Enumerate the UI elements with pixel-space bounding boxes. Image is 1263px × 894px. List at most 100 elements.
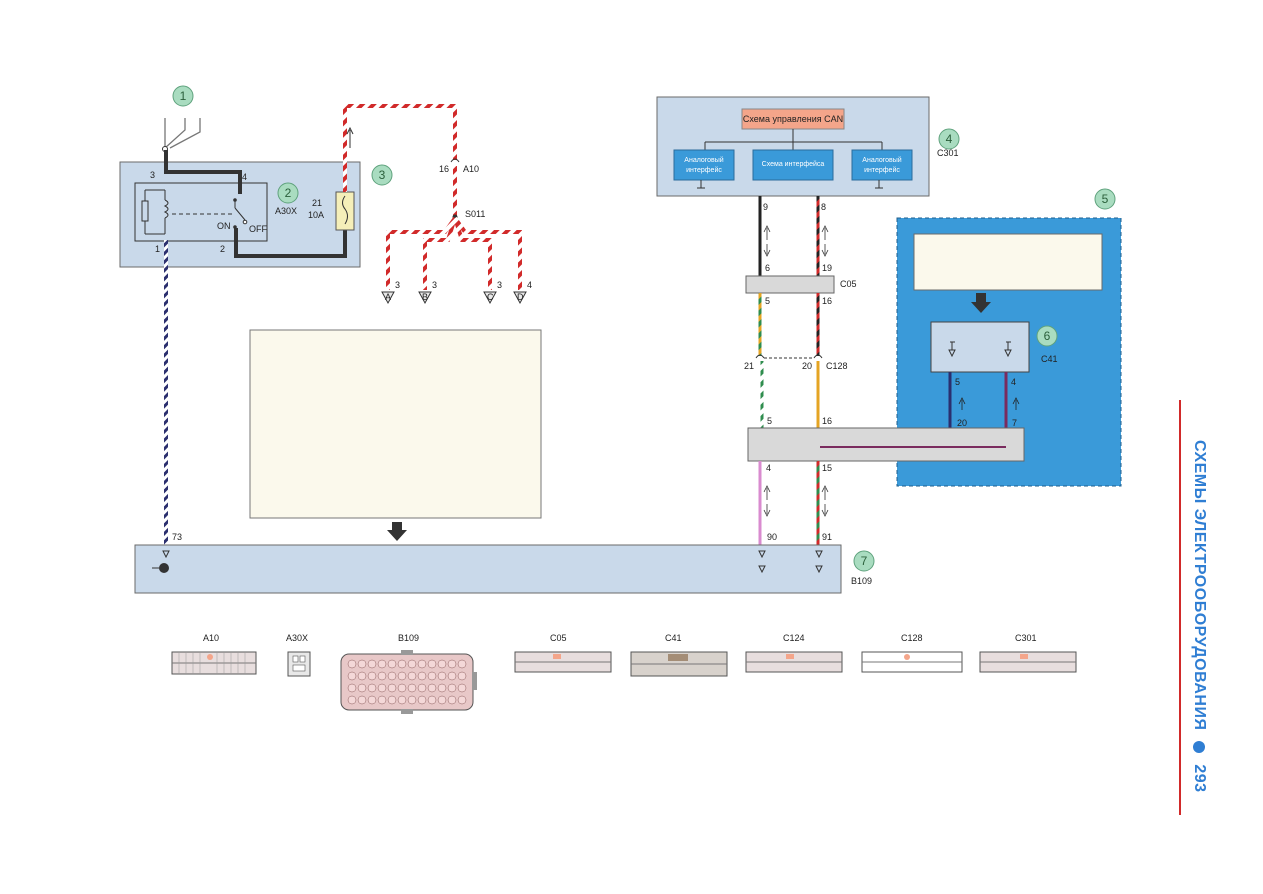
jb-pin-top-left: 5 xyxy=(767,416,772,426)
branch-terminal-b: B 3 xyxy=(418,280,437,305)
fuse-rating: 10A xyxy=(308,210,324,220)
connector-c05: C05 xyxy=(514,633,612,673)
analog-right-line-1: Аналоговый xyxy=(862,156,902,164)
c05-label: C05 xyxy=(840,279,857,289)
callout-1: 1 xyxy=(172,85,194,107)
module-c301: Схема управления CAN Аналоговый интерфей… xyxy=(656,96,930,197)
callout-5: 5 xyxy=(1094,188,1116,210)
module-c41 xyxy=(930,321,1030,373)
b109-label: B109 xyxy=(851,576,872,586)
fuse xyxy=(335,191,355,231)
c301-label: C301 xyxy=(937,148,959,158)
b109-pin-90: 90 xyxy=(767,532,777,542)
connector-c41: C41 xyxy=(630,633,728,677)
jb-pin-top-right: 16 xyxy=(822,416,832,426)
svg-text:2: 2 xyxy=(285,186,292,200)
svg-text:A: A xyxy=(385,292,391,302)
svg-text:1: 1 xyxy=(180,89,187,103)
connector-b109: B109 xyxy=(340,633,477,714)
c05-pin-top-left: 6 xyxy=(765,263,770,273)
c301-pin-8: 8 xyxy=(821,202,826,212)
arrow-up xyxy=(346,126,354,148)
section-title: СХЕМЫ ЭЛЕКТРООБОРУДОВАНИЯ 293 xyxy=(1190,440,1208,793)
splice-branch-d xyxy=(453,216,522,290)
connector-a10: A10 xyxy=(171,633,257,675)
c41-label: C41 xyxy=(1041,354,1058,364)
svg-text:C124: C124 xyxy=(783,633,805,643)
relay-pin-3: 3 xyxy=(150,170,155,180)
section-title-text: СХЕМЫ ЭЛЕКТРООБОРУДОВАНИЯ xyxy=(1191,440,1208,731)
section-divider xyxy=(1179,400,1181,815)
callout-4: 4 xyxy=(938,128,960,150)
connector-a30x: A30X xyxy=(286,633,311,677)
splice-pin: 16 xyxy=(439,164,449,174)
connector-c124: C124 xyxy=(745,633,843,673)
callout-2: 2 xyxy=(277,182,299,204)
b109-pin-91: 91 xyxy=(822,532,832,542)
svg-text:A10: A10 xyxy=(203,633,219,643)
relay-pin-2: 2 xyxy=(220,244,225,254)
c128-pin-left: 21 xyxy=(744,361,754,371)
branch-terminal-c: C 3 xyxy=(483,280,502,305)
svg-text:C: C xyxy=(487,292,494,302)
svg-text:5: 5 xyxy=(1102,192,1109,206)
splice-label: S011 xyxy=(465,209,485,219)
analog-left-line-1: Аналоговый xyxy=(684,156,724,164)
relay-label: A30X xyxy=(275,206,297,216)
svg-text:3: 3 xyxy=(395,280,400,290)
svg-text:4: 4 xyxy=(527,280,532,290)
relay-pin-1: 1 xyxy=(155,244,160,254)
c05-pin-top-right: 19 xyxy=(822,263,832,273)
callout-6: 6 xyxy=(1036,325,1058,347)
callout-7: 7 xyxy=(853,550,875,572)
svg-text:D: D xyxy=(517,292,524,302)
relay-on-label: ON xyxy=(217,221,231,231)
relay-pin-4: 4 xyxy=(242,172,247,182)
relay-power-wire xyxy=(164,150,347,258)
svg-text:3: 3 xyxy=(432,280,437,290)
analog-right-line-2: интерфейс xyxy=(864,166,900,174)
connector-c05 xyxy=(745,275,835,294)
svg-text:B109: B109 xyxy=(398,633,419,643)
splice-branch-c xyxy=(453,217,492,290)
svg-text:3: 3 xyxy=(379,168,386,182)
can-control-label: Схема управления CAN xyxy=(743,114,843,124)
svg-text:6: 6 xyxy=(1044,329,1051,343)
svg-text:C128: C128 xyxy=(901,633,923,643)
fuse-number: 21 xyxy=(312,198,322,208)
interface-label: Схема интерфейса xyxy=(762,160,825,168)
jb-pin-bottom-left: 4 xyxy=(766,463,771,473)
relay-a30x: ON OFF xyxy=(134,182,268,242)
callout-3: 3 xyxy=(371,164,393,186)
c05-pin-bottom-right: 16 xyxy=(822,296,832,306)
c128-pin-right: 20 xyxy=(802,361,812,371)
supply-lead xyxy=(164,118,201,149)
c41-pin-4: 4 xyxy=(1011,377,1016,387)
connector-c128: C128 xyxy=(861,633,963,673)
c05-pin-bottom-left: 5 xyxy=(765,296,770,306)
splice-branch-b xyxy=(423,217,457,290)
page-number: 293 xyxy=(1191,764,1208,793)
c128-label: C128 xyxy=(826,361,848,371)
svg-text:B: B xyxy=(422,292,428,302)
jb-pin-bottom-right: 15 xyxy=(822,463,832,473)
fuse-supply-wire xyxy=(343,104,457,192)
svg-text:7: 7 xyxy=(861,554,868,568)
svg-text:C301: C301 xyxy=(1015,633,1037,643)
svg-text:3: 3 xyxy=(497,280,502,290)
branch-terminal-d: D 4 xyxy=(513,280,532,305)
down-arrow-to-b109 xyxy=(387,522,407,541)
splice-connector: A10 xyxy=(463,164,479,174)
b109-pin-73: 73 xyxy=(172,532,182,542)
svg-text:C41: C41 xyxy=(665,633,682,643)
branch-terminal-a: A 3 xyxy=(381,280,400,305)
placeholder-panel xyxy=(249,329,542,519)
bullet-dot-icon xyxy=(1193,741,1205,754)
analog-left-line-2: интерфейс xyxy=(686,166,722,174)
splice-branch-a xyxy=(386,216,457,290)
relay-off-label: OFF xyxy=(249,224,267,234)
module-b109 xyxy=(134,544,842,594)
a10-connector-mark xyxy=(450,158,460,163)
svg-text:A30X: A30X xyxy=(286,633,308,643)
